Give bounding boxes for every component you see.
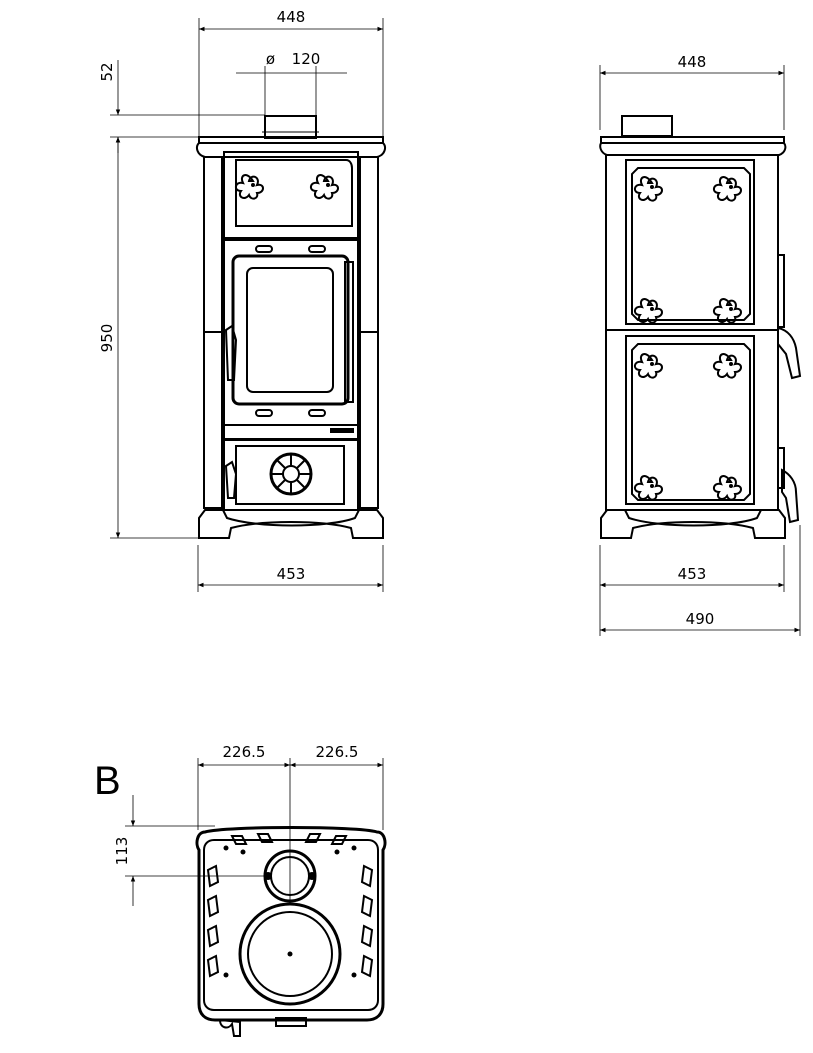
top-view: B 226.5 226.5 113	[94, 743, 387, 1037]
side-stove-outline	[599, 115, 802, 539]
side-width-top-label: 448	[678, 53, 707, 71]
flue-diameter-dimension: ø 120	[236, 50, 347, 115]
side-width-body-dimension: 453	[599, 545, 785, 636]
front-view: 448 ø 120 52 950	[98, 8, 386, 592]
front-width-top-label: 448	[277, 8, 306, 26]
top-stove-outline	[195, 826, 387, 1037]
side-width-body-label: 453	[678, 565, 707, 583]
flue-diameter-label: 120	[292, 50, 321, 68]
flue-offset-label: 113	[113, 837, 131, 866]
front-width-bottom-dimension: 453	[197, 545, 384, 592]
body-height-label: 950	[98, 324, 116, 353]
side-width-top-dimension: 448	[599, 53, 785, 130]
side-view: 448	[599, 53, 802, 636]
front-width-bottom-label: 453	[277, 565, 306, 583]
diameter-symbol: ø	[266, 50, 275, 68]
view-b-label: B	[94, 759, 121, 803]
flue-offset-dimension: 113	[113, 795, 270, 906]
side-depth-total-dimension: 490	[600, 525, 801, 636]
top-half-width-left-label: 226.5	[223, 743, 266, 761]
flue-height-label: 52	[98, 62, 116, 81]
top-half-width-dimensions: 226.5 226.5	[197, 743, 384, 900]
front-stove-outline	[196, 115, 386, 539]
top-half-width-right-label: 226.5	[316, 743, 359, 761]
flue-height-dimension: 52	[98, 60, 265, 153]
front-width-top-dimension: 448	[198, 8, 384, 140]
side-depth-total-label: 490	[686, 610, 715, 628]
